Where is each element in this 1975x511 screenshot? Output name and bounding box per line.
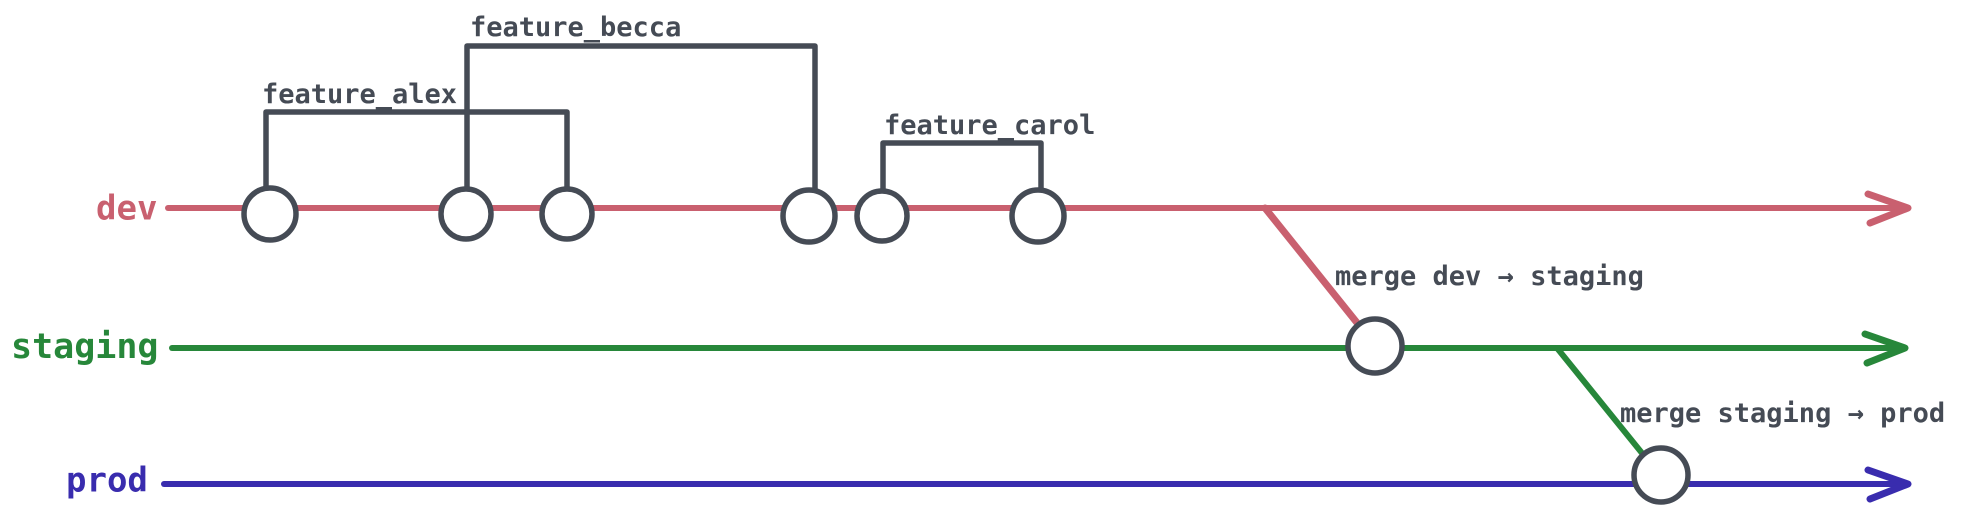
- merge-label-staging-prod: merge staging → prod: [1620, 398, 1946, 429]
- staging-branch-line: [169, 330, 1909, 367]
- feature-label-alex: feature_alex: [262, 79, 458, 110]
- merge-edge-dev-to-staging: [1261, 204, 1366, 333]
- staging-arrowhead-icon: [1861, 330, 1909, 367]
- merge-label-dev-staging: merge dev → staging: [1335, 261, 1644, 292]
- commit-node: [780, 187, 838, 245]
- commit-node: [854, 188, 910, 244]
- branch-label-dev: dev: [96, 188, 158, 229]
- prod-branch-line: [161, 466, 1912, 503]
- merge-commit-node-staging: [1345, 316, 1405, 376]
- commit-node: [438, 186, 494, 242]
- feature-carol-bracket: [880, 140, 1044, 204]
- commit-node: [1009, 187, 1067, 245]
- branch-label-prod: prod: [66, 460, 148, 501]
- feature-becca-bracket: [464, 43, 818, 202]
- dev-arrowhead-icon: [1864, 190, 1912, 227]
- feature-label-becca: feature_becca: [470, 12, 682, 43]
- merge-commit-node-prod: [1631, 445, 1691, 505]
- feature-alex-bracket: [263, 109, 570, 200]
- commit-node: [539, 186, 595, 242]
- branch-label-staging: staging: [11, 326, 159, 367]
- prod-arrowhead-icon: [1864, 466, 1912, 503]
- feature-label-carol: feature_carol: [884, 110, 1096, 141]
- commit-node: [241, 185, 299, 243]
- merge-edge-staging-to-prod: [1554, 345, 1653, 466]
